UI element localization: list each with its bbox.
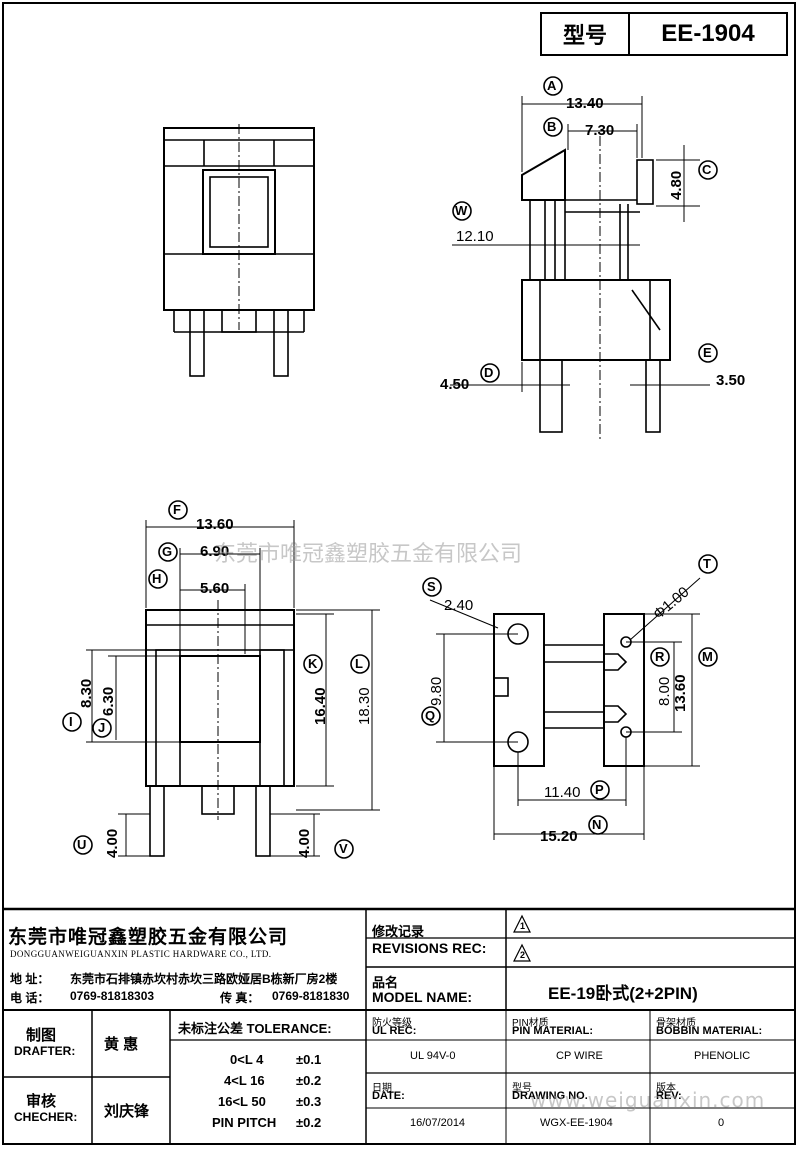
checker-label-cn: 审核 [26, 1093, 57, 1110]
bobbin-material-label-cn: 骨架材质 [656, 1018, 696, 1029]
drafter-label-cn: 制图 [26, 1027, 57, 1044]
letter-F: F [173, 502, 181, 517]
letter-I: I [69, 714, 73, 729]
address-label: 地 址： [10, 972, 50, 986]
dimension-letter-circles [62, 76, 718, 859]
tolerance-range-1: 0<L 4 [230, 1052, 264, 1067]
model-label: 型号 [542, 14, 630, 54]
model-name-label-en: MODEL NAME: [372, 989, 473, 1005]
ul-label-en: UL REC: [372, 1025, 417, 1037]
model-number: EE-1904 [661, 20, 755, 47]
date-label-cn: 日期 [372, 1083, 392, 1094]
letter-V: V [339, 841, 348, 856]
dim-F: 13.60 [196, 516, 234, 533]
company-name-en: DONGGUANWEIGUANXIN PLASTIC HARDWARE CO.,… [10, 949, 272, 959]
letter-L: L [355, 656, 363, 671]
letter-B: B [547, 119, 557, 134]
letter-H: H [152, 571, 162, 586]
letter-M: M [702, 649, 713, 664]
drawing-no-label-cn: 型号 [512, 1083, 532, 1094]
dim-A: 13.40 [566, 95, 604, 112]
letter-E: E [703, 345, 712, 360]
fax-label: 传 真： [220, 991, 260, 1005]
dim-N: 15.20 [540, 828, 578, 845]
tolerance-value-4: ±0.2 [296, 1115, 322, 1130]
letter-W: W [455, 203, 468, 218]
letter-J: J [98, 720, 106, 735]
dim-E: 3.50 [716, 372, 746, 389]
bobbin-material-label-en: BOBBIN MATERIAL: [656, 1025, 763, 1037]
letter-K: K [308, 656, 318, 671]
dim-B: 7.30 [585, 122, 615, 139]
revisions-label-en: REVISIONS REC: [372, 940, 487, 956]
dim-P: 11.40 [544, 784, 581, 801]
address-value: 东莞市石排镇赤坎村赤坎三路欧娅居B栋新厂房2楼 [70, 972, 338, 986]
letter-Q: Q [425, 708, 436, 723]
tolerance-value-3: ±0.3 [296, 1094, 322, 1109]
dim-S: 2.40 [444, 597, 474, 614]
letter-S: S [427, 579, 436, 594]
rev-1-marker: 1 [520, 921, 526, 931]
letter-P: P [595, 782, 604, 797]
dim-D: 4.50 [440, 376, 470, 393]
letter-R: R [655, 649, 665, 664]
company-name-cn: 东莞市唯冠鑫塑胶五金有限公司 [8, 926, 289, 948]
front-view [163, 124, 315, 377]
phone-value: 0769-81818303 [70, 989, 155, 1003]
ul-label-cn: 防火等级 [372, 1018, 412, 1029]
letter-U: U [77, 837, 87, 852]
date-value: 16/07/2014 [410, 1117, 466, 1129]
checker-name: 刘庆锋 [104, 1103, 150, 1120]
technical-drawing [62, 76, 718, 859]
letter-C: C [702, 162, 712, 177]
pin-material-label-en: PIN MATERIAL: [512, 1025, 594, 1037]
tolerance-range-4: PIN PITCH [212, 1115, 277, 1130]
phone-label: 电 话： [10, 991, 50, 1005]
drawing-no-value: WGX-EE-1904 [540, 1117, 613, 1129]
watermark-bottom: www.weiguanxin.com [530, 1088, 766, 1112]
bottom-view [86, 520, 380, 857]
fax-value: 0769-8181830 [272, 989, 350, 1003]
date-label-en: DATE: [372, 1090, 405, 1102]
side-view [450, 96, 710, 440]
checker-label-en: CHECHER: [14, 1110, 78, 1124]
rev-label-en: REV: [656, 1090, 682, 1102]
pin-material-label-cn: PIN材质 [512, 1018, 549, 1029]
letter-G: G [162, 544, 173, 559]
drawing-no-label-en: DRAWING NO. [512, 1090, 588, 1102]
rev-label-cn: 版本 [656, 1083, 676, 1094]
dim-G: 6.90 [200, 543, 230, 560]
revisions-label-cn: 修改记录 [372, 924, 425, 939]
model-header: 型号 EE-1904 [540, 12, 788, 56]
model-name-label-cn: 品名 [372, 975, 399, 990]
pin-material-value: CP WIRE [556, 1050, 603, 1062]
watermark-center: 东莞市唯冠鑫塑胶五金有限公司 [214, 542, 523, 567]
letter-T: T [703, 556, 711, 571]
rev-2-marker: 2 [520, 950, 526, 960]
dim-W: 12.10 [456, 228, 494, 245]
letter-A: A [547, 78, 557, 93]
letter-N: N [592, 817, 602, 832]
letter-D: D [484, 365, 494, 380]
ul-value: UL 94V-0 [410, 1050, 456, 1062]
tolerance-range-2: 4<L 16 [224, 1073, 265, 1088]
tolerance-value-2: ±0.2 [296, 1073, 322, 1088]
drafter-label-en: DRAFTER: [14, 1044, 76, 1058]
rev-value: 0 [718, 1117, 725, 1129]
tolerance-value-1: ±0.1 [296, 1052, 322, 1067]
tolerance-range-3: 16<L 50 [218, 1094, 266, 1109]
bobbin-material-value: PHENOLIC [694, 1050, 751, 1062]
model-name-value: EE-19卧式(2+2PIN) [548, 984, 698, 1003]
dim-H: 5.60 [200, 580, 230, 597]
tolerance-title: 未标注公差 TOLERANCE: [178, 1021, 332, 1036]
pin-face-view [429, 577, 701, 840]
drafter-name: 黄 惠 [104, 1036, 139, 1053]
